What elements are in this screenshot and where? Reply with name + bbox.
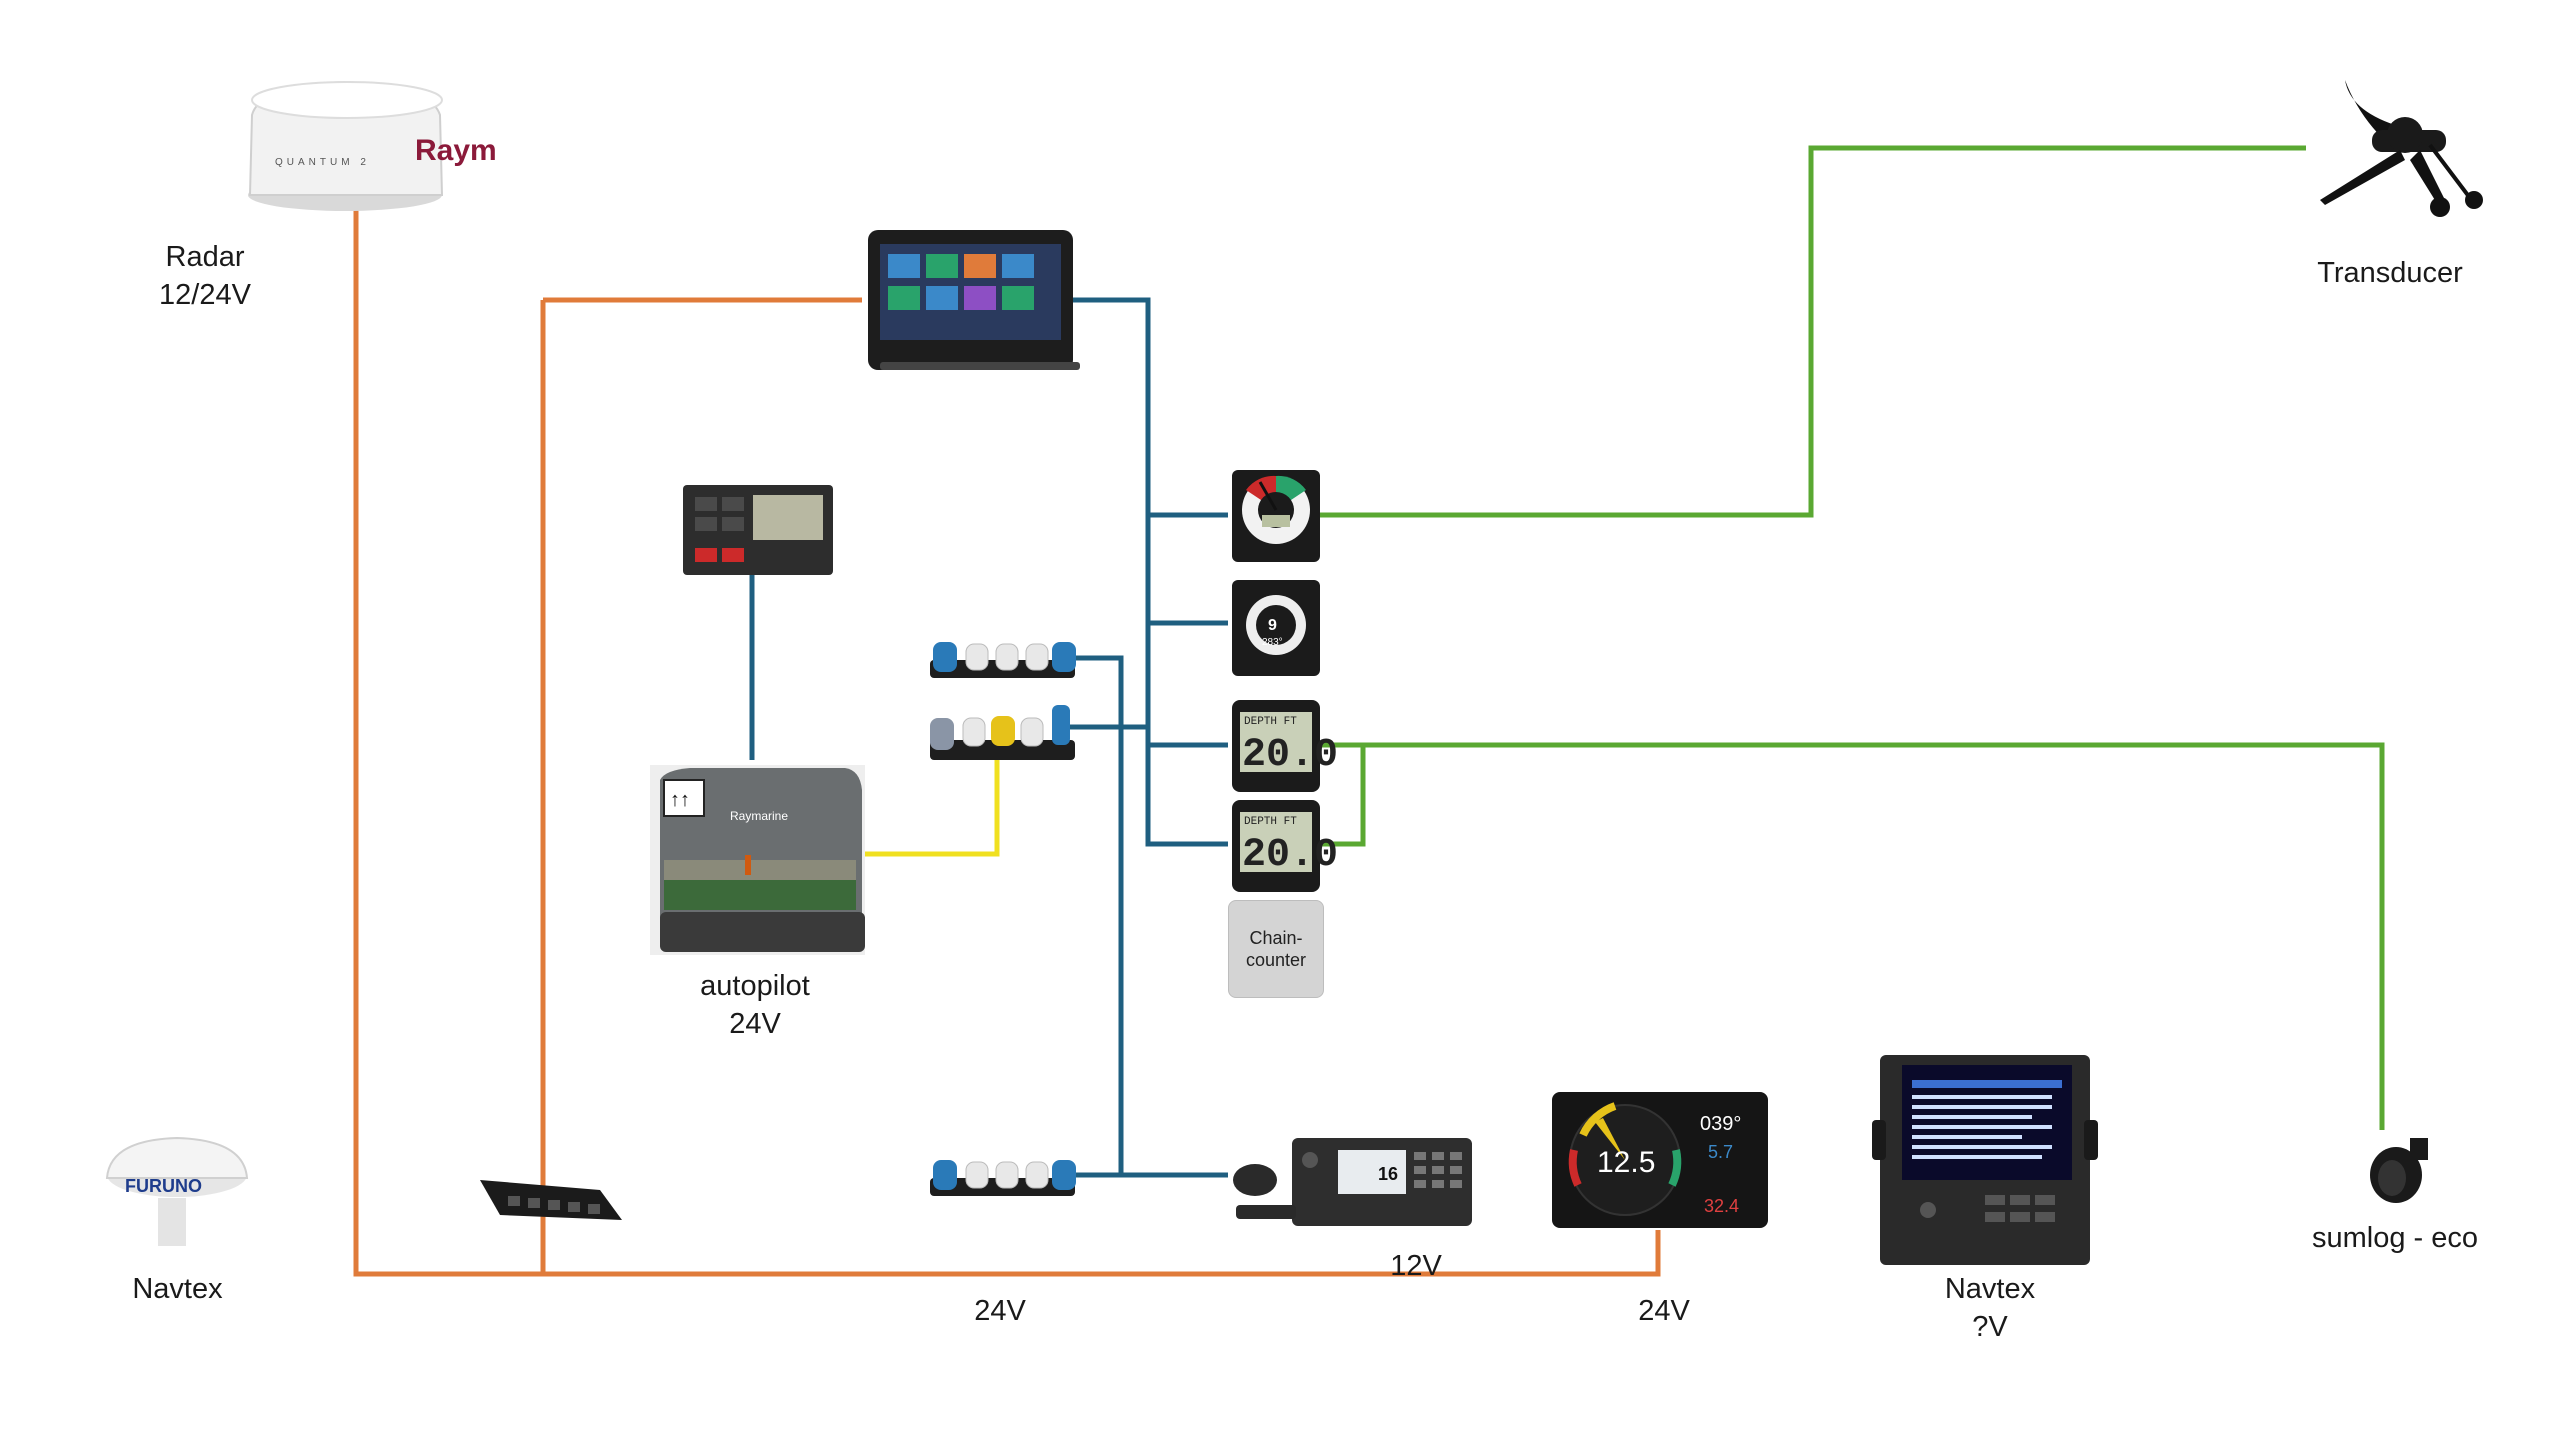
plotter-backbone-wire — [1070, 297, 1228, 847]
radar-brand-text: Raym — [415, 134, 497, 167]
navtex-antenna-label: Navtex — [110, 1270, 245, 1308]
backbone-block-middle — [930, 705, 1075, 760]
multifunction-instrument-icon: 9 283° — [1232, 580, 1320, 676]
furuno-logo-text: FURUNO — [125, 1176, 202, 1196]
seatalk-wires — [749, 297, 1228, 1178]
autopilot-label: autopilot 24V — [670, 967, 840, 1043]
depth-top-tag: DEPTH FT — [1244, 716, 1297, 728]
radar-label: Radar 12/24V — [140, 238, 270, 314]
autopilot-brand-text: Raymarine — [730, 809, 788, 823]
voltage-12v-text: 12V — [1390, 1250, 1442, 1282]
nmea-wires — [1314, 145, 2385, 1130]
navtex-receiver-label-line1: Navtex — [1944, 1273, 2036, 1305]
transducer-label-text: Transducer — [2317, 257, 2463, 289]
autopilot-yellow-wire — [858, 745, 1000, 857]
depth-top-readout: 20.0 — [1242, 733, 1338, 778]
navtex-receiver-label-line2: ?V — [1972, 1311, 2008, 1343]
color-red-readout: 32.4 — [1704, 1196, 1739, 1216]
autopilot-computer-icon: ↑↑ Raymarine — [650, 765, 865, 955]
autopilot-label-line2: 24V — [729, 1008, 781, 1040]
depth-speed-transducer-icon — [2370, 1138, 2428, 1203]
transducer-label: Transducer — [2300, 254, 2480, 292]
depth-bottom-readout: 20.0 — [1242, 833, 1338, 878]
voltage-label-24v-left: 24V — [960, 1292, 1040, 1330]
sumlog-wire — [1314, 742, 2385, 1130]
color-heading-readout: 039° — [1700, 1113, 1741, 1135]
backbone-block-top — [930, 642, 1076, 678]
wind-transducer-icon — [2320, 80, 2483, 217]
voltage-24v-right-text: 24V — [1638, 1295, 1690, 1327]
sumlog-label-text: sumlog - eco — [2311, 1222, 2478, 1254]
chain-counter-line2: counter — [1245, 950, 1307, 970]
chain-counter-line1: Chain- — [1249, 928, 1303, 948]
vhf-channel-readout: 16 — [1378, 1164, 1398, 1184]
backbone-link-wire — [1070, 655, 1124, 1178]
color-sog-readout: 5.7 — [1708, 1142, 1733, 1162]
autopilot-control-head-icon — [683, 485, 833, 575]
power-wires — [353, 210, 1661, 1277]
wind-instrument-icon — [1232, 470, 1320, 562]
multi-speed-readout: 9 — [1268, 617, 1277, 634]
multi-heading-readout: 283° — [1262, 637, 1283, 648]
radar-dome-icon: QUANTUM 2 Raym — [248, 80, 497, 211]
backbone-block-bottom — [930, 1160, 1076, 1196]
depth-bottom-tag: DEPTH FT — [1244, 816, 1297, 828]
wind-transducer-wire — [1314, 145, 2306, 518]
depth-instrument-bottom: DEPTH FT 20.0 — [1232, 800, 1338, 892]
radar-power-wire — [353, 210, 1661, 1277]
power-distribution-icon — [480, 1180, 622, 1220]
chartplotter-icon — [868, 230, 1080, 370]
depth-instrument-top: DEPTH FT 20.0 — [1232, 700, 1338, 792]
voltage-label-24v-right: 24V — [1624, 1292, 1704, 1330]
radar-label-line1: Radar — [165, 241, 245, 273]
navtex-receiver-label: Navtex ?V — [1930, 1270, 2050, 1346]
sumlog-label: sumlog - eco — [2285, 1219, 2505, 1257]
autopilot-label-line1: autopilot — [700, 970, 810, 1002]
navtex-antenna-label-text: Navtex — [132, 1273, 223, 1305]
chain-counter-box: Chain- counter — [1228, 900, 1324, 998]
depth-instrument-icon: DEPTH FT 20.0 DEPTH FT 20.0 — [1232, 700, 1338, 892]
depth-link-wire — [1314, 745, 1366, 847]
radar-label-line2: 12/24V — [159, 279, 251, 311]
navtex-antenna-icon: FURUNO — [105, 1136, 249, 1246]
vhf-radio-icon: 16 — [1233, 1138, 1472, 1226]
color-speed-readout: 12.5 — [1597, 1146, 1655, 1179]
color-instrument-display-icon: 12.5 039° 5.7 32.4 — [1552, 1092, 1768, 1228]
seatalk-backbone-icon — [930, 642, 1076, 1196]
voltage-label-12v: 12V — [1376, 1247, 1456, 1285]
voltage-24v-left-text: 24V — [974, 1295, 1026, 1327]
radar-model-text: QUANTUM 2 — [275, 157, 370, 168]
svg-text:↑↑: ↑↑ — [670, 789, 690, 811]
navtex-receiver-icon — [1872, 1055, 2098, 1265]
